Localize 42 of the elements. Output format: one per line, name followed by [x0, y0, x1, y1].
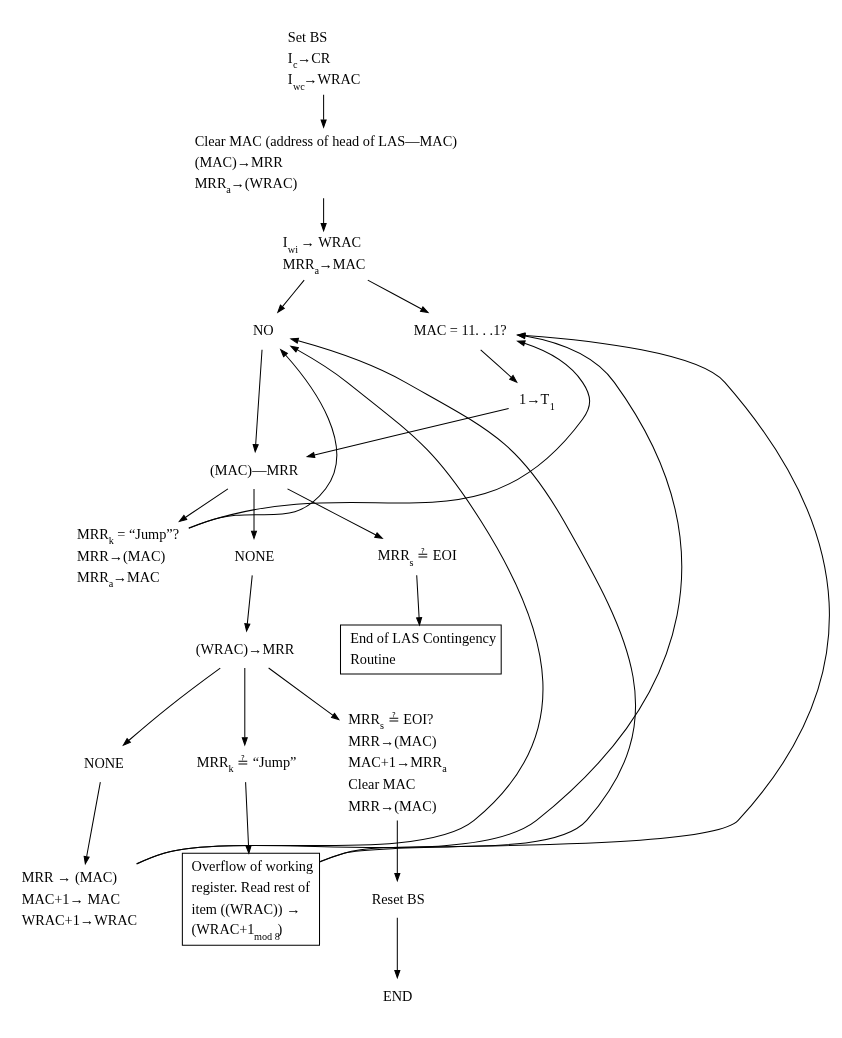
node-text: MRR$_{s}$ ≟ EOI [377, 546, 457, 568]
arrow [320, 93, 327, 129]
node-text: Set BS I$_{c}$→CR I$_{wc}$→WRAC [287, 28, 361, 92]
node-text: END [382, 987, 413, 1004]
arrow [83, 781, 101, 865]
arrow [241, 667, 249, 746]
node-text: 1→T$_{1}$ [519, 390, 555, 412]
arrow [122, 667, 221, 746]
arrow [178, 487, 229, 522]
arrow [188, 339, 591, 529]
node-text: NO [252, 321, 274, 338]
arrow [136, 345, 544, 864]
node-text: Reset BS [371, 890, 425, 907]
arrow [188, 348, 338, 529]
arrow [287, 487, 384, 539]
arrow [245, 781, 252, 855]
arrow [305, 407, 510, 458]
node-text: MRR → (MAC) MAC+1→ MAC WRAC+1→WRAC [21, 868, 138, 928]
arrow [320, 197, 327, 232]
arrow [367, 279, 430, 313]
arrow [252, 348, 263, 453]
arrow [250, 487, 258, 540]
arrow [276, 279, 305, 313]
arrow [268, 667, 341, 720]
node-text: NONE [234, 547, 275, 564]
node-text: MAC = 11. . .1? [413, 321, 507, 338]
node-text: NONE [84, 754, 124, 771]
node-text: I$_{wi}$ → WRAC MRR$_{a}$→MAC [282, 233, 366, 276]
arrow [415, 574, 423, 626]
node-text: MRR$_{k}$ ≟ “Jump” [196, 753, 297, 774]
node-text: Clear MAC (address of head of LAS—MAC) (MAC)→MRR MRR$_{a}$→(WRAC) [194, 132, 457, 195]
node-text: MRR$_{k}$ = “Jump”? MRR→(MAC) MRR$_{a}$→MAC [76, 525, 180, 589]
arrow [394, 916, 401, 979]
arrow [289, 337, 637, 863]
node-text: MRR$_{s}$ ≟ EOI? MRR→(MAC) MAC+1→MRR$_{a}$ Clear MAC MRR→(MAC) [348, 710, 447, 814]
arrow [244, 574, 253, 633]
node-text: (WRAC)→MRR [195, 640, 295, 657]
node-box: End of LAS Contingency Routine [340, 623, 502, 675]
arrow [394, 819, 401, 882]
node-text: (MAC)—MRR [210, 461, 299, 478]
node-box: Overflow of working register. Read rest of item ((WRAC)) → (WRAC+1$_{mod 8}$) [181, 852, 321, 946]
arrow [480, 348, 518, 383]
